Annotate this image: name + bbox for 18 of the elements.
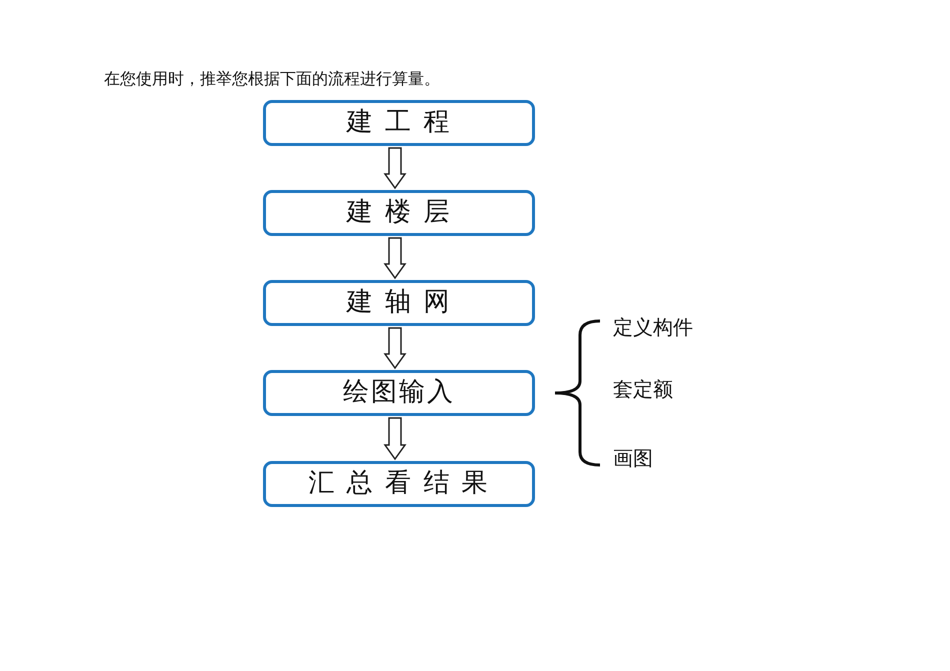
substep-text: 定义构件	[613, 315, 693, 339]
arrow	[384, 417, 406, 460]
arrow	[384, 327, 406, 370]
instruction-text: 在您使用时，推举您根据下面的流程进行算量。	[104, 70, 440, 90]
step-label: 建 工 程	[346, 107, 452, 139]
step-label: 建 轴 网	[346, 287, 452, 319]
substep-text: 套定额	[613, 377, 673, 401]
process-box	[263, 100, 535, 146]
process-box	[263, 280, 535, 326]
process-box	[263, 370, 535, 416]
step-label: 汇 总 看 结 果	[308, 468, 490, 500]
arrow	[384, 147, 406, 190]
substep-text: 画图	[613, 446, 653, 470]
process-box	[263, 461, 535, 507]
step-label: 绘图输入	[343, 377, 455, 409]
step-label: 建 楼 层	[346, 197, 452, 229]
process-box	[263, 190, 535, 236]
arrow	[384, 237, 406, 280]
